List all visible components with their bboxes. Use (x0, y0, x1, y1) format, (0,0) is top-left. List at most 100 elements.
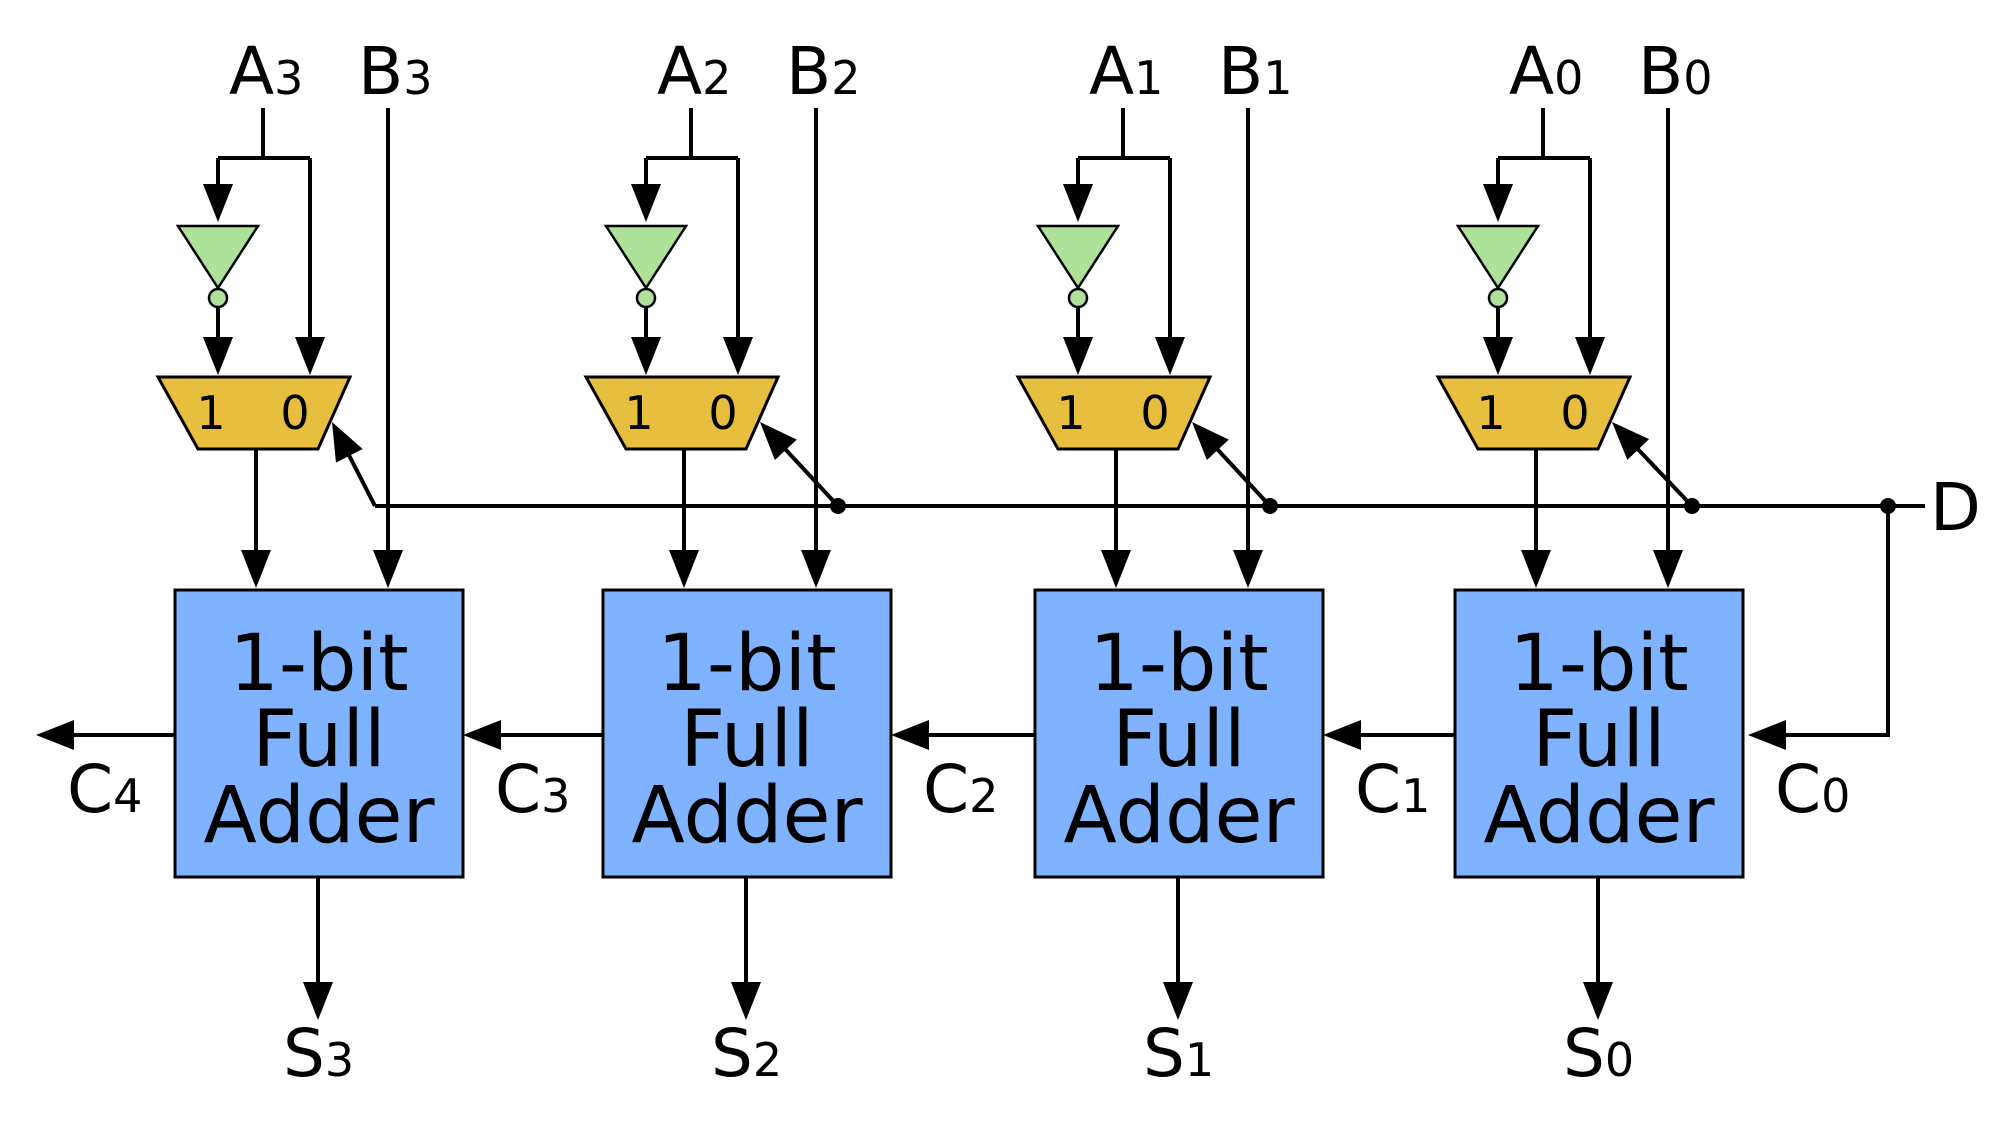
stage-2-carry-label: C2 (923, 751, 998, 828)
stage-1-adder-label-line-0: 1-bit (1089, 619, 1269, 709)
stage-2-select-junction-dot (830, 498, 846, 514)
wires (36, 108, 1925, 1020)
stage-2-inverter-bubble (635, 287, 657, 309)
stage-0-carry-label: C0 (1775, 751, 1850, 828)
stage-2-mux-label-0: 0 (708, 386, 737, 440)
stage-0-sum-label: S0 (1563, 1015, 1634, 1092)
stage-3-inverter (175, 224, 261, 291)
components (155, 224, 1745, 879)
stage-3-b-label: B3 (358, 33, 433, 110)
stage-2-inverter-input-wire-arrowhead (631, 184, 661, 222)
stage-3-carry-label-index: 3 (541, 769, 570, 823)
carry-out-label-index: 4 (113, 769, 142, 823)
carry-out-label-letter: C (67, 751, 113, 828)
stage-0-a-label-index: 0 (1554, 51, 1583, 105)
carry-in-wire (1780, 506, 1890, 737)
stage-1-carry-label-index: 1 (1401, 769, 1430, 823)
stage-0-select-wire-arrowhead (1612, 422, 1650, 460)
stage-2-select-wire-arrowhead (760, 422, 797, 461)
stage-0-carry-label-index: 0 (1821, 769, 1850, 823)
stage-0-mux-input0-wire-arrowhead (1575, 337, 1605, 375)
stage-2-a-label-letter: A (657, 33, 702, 110)
stage-2-a-label: A2 (657, 33, 731, 110)
stage-3-carry-label: C3 (495, 751, 570, 828)
stage-2-mux (583, 375, 781, 451)
stage-1-mux-output-wire-arrowhead (1101, 550, 1131, 588)
stage-0-select-junction-dot (1684, 498, 1700, 514)
stage-1-inverter (1035, 224, 1121, 291)
stage-0-inverter-input-wire-arrowhead (1483, 184, 1513, 222)
stage-0-mux-label-1: 1 (1476, 386, 1505, 440)
stage-3-full-adder (173, 588, 465, 879)
stage-1-carry-label: C1 (1355, 751, 1430, 828)
stage-1-b-label-index: 1 (1263, 51, 1292, 105)
stage-3-sum-wire-arrowhead (303, 982, 333, 1020)
stage-1-b-label-letter: B (1218, 33, 1263, 110)
stage-0-inverter-bubble (1487, 287, 1509, 309)
stage-1-select-wire-arrowhead (1192, 422, 1229, 461)
stage-2-b-label: B2 (786, 33, 861, 110)
stage-0-a-label: A0 (1509, 33, 1583, 110)
stage-2-b-wire-arrowhead (801, 550, 831, 588)
stage-3-select-wire-arrowhead (332, 422, 363, 463)
stage-2-b-label-letter: B (786, 33, 831, 110)
stage-2-carry-out-wire-arrowhead (463, 720, 501, 750)
stage-0-sum-label-letter: S (1563, 1015, 1605, 1092)
stage-2-adder-label-line-1: Full (680, 695, 813, 785)
stage-2-mux-input1-wire-arrowhead (631, 337, 661, 375)
stage-3-sum-label-index: 3 (325, 1033, 354, 1087)
carry-out-wire-arrowhead (36, 720, 74, 750)
stage-1-mux-label-1: 1 (1056, 386, 1085, 440)
stage-3-sum-label: S3 (283, 1015, 354, 1092)
stage-0-b-wire-arrowhead (1653, 550, 1683, 588)
carry-in-arrowhead (1748, 720, 1786, 750)
stage-1-sum-label-index: 1 (1185, 1033, 1214, 1087)
stage-3-b-label-letter: B (358, 33, 403, 110)
stage-0-adder-label-line-0: 1-bit (1509, 619, 1689, 709)
stage-1-carry-label-letter: C (1355, 751, 1401, 828)
stage-0-full-adder (1453, 588, 1745, 879)
stage-0-mux-input1-wire-arrowhead (1483, 337, 1513, 375)
stage-2-inverter (603, 224, 689, 291)
stage-0-b-label: B0 (1638, 33, 1713, 110)
stage-1-b-label: B1 (1218, 33, 1293, 110)
stage-3-adder-label-line-1: Full (252, 695, 385, 785)
stage-2-sum-label-index: 2 (753, 1033, 782, 1087)
stage-0-mux (1435, 375, 1633, 451)
stage-1-sum-wire-arrowhead (1163, 982, 1193, 1020)
stage-3-b-wire-arrowhead (373, 550, 403, 588)
stage-1-a-label-index: 1 (1134, 51, 1163, 105)
stage-1-inverter-bubble (1067, 287, 1089, 309)
stage-0-inverter (1455, 224, 1541, 291)
stage-2-a-label-index: 2 (702, 51, 731, 105)
stage-3-mux-label-1: 1 (196, 386, 225, 440)
stage-1-a-label: A1 (1089, 33, 1163, 110)
stage-1-select-junction-dot (1262, 498, 1278, 514)
stage-1-mux (1015, 375, 1213, 451)
stage-3-carry-label-letter: C (495, 751, 541, 828)
control-junction-dot (1880, 498, 1896, 514)
stage-3-mux (155, 375, 353, 451)
stage-0-b-label-letter: B (1638, 33, 1683, 110)
stage-1-carry-out-wire-arrowhead (891, 720, 929, 750)
stage-1-adder-label-line-2: Adder (1063, 771, 1295, 861)
stage-1-full-adder (1033, 588, 1325, 879)
stage-2-adder-label-line-0: 1-bit (657, 619, 837, 709)
stage-3-adder-label-line-2: Adder (203, 771, 435, 861)
stage-2-b-label-index: 2 (831, 51, 860, 105)
stage-0-carry-out-wire-arrowhead (1323, 720, 1361, 750)
stage-0-mux-label-0: 0 (1560, 386, 1589, 440)
stage-2-mux-label-1: 1 (624, 386, 653, 440)
stage-2-sum-label: S2 (711, 1015, 782, 1092)
stage-1-adder-label-line-1: Full (1112, 695, 1245, 785)
stage-0-b-label-index: 0 (1683, 51, 1712, 105)
stage-1-a-label-letter: A (1089, 33, 1134, 110)
stage-3-inverter-input-wire-arrowhead (203, 184, 233, 222)
stage-2-sum-label-letter: S (711, 1015, 753, 1092)
stage-3-mux-output-wire-arrowhead (241, 550, 271, 588)
stage-2-full-adder (601, 588, 893, 879)
stage-0-adder-label-line-1: Full (1532, 695, 1665, 785)
stage-1-b-wire-arrowhead (1233, 550, 1263, 588)
